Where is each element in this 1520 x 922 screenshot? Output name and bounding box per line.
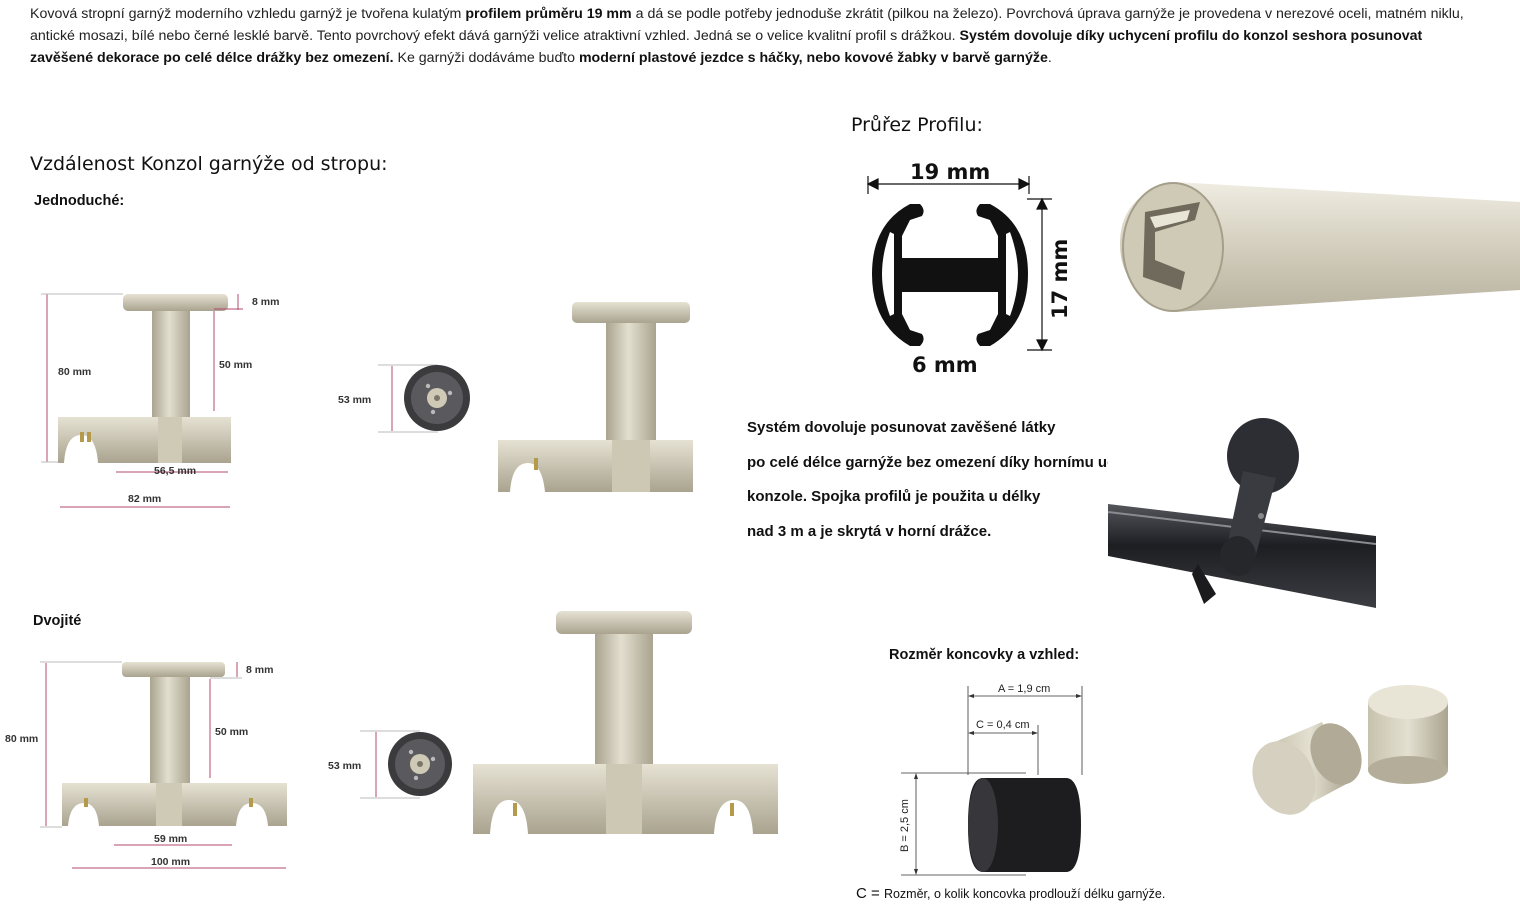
intro-bold-system: Systém dovoluje díky uchycení profilu do… — [30, 28, 1423, 66]
double-inner-dim: 59 mm — [154, 833, 187, 845]
double-bracket-diagram: 8 mm 80 mm 50 mm 59 mm 100 mm — [0, 650, 300, 882]
endcap-note-text: Rozměr, o kolik koncovka prodlouží délku… — [883, 887, 1166, 901]
single-width-dim: 82 mm — [128, 493, 161, 505]
single-label: Jednoduché: — [34, 193, 125, 209]
endcap-note: C = Rozměr, o kolik koncovka prodlouží d… — [856, 885, 1165, 902]
black-bracket-photo — [1108, 416, 1376, 611]
system-line: nad 3 m a je skrytá v horní drážce. — [747, 522, 992, 540]
double-base-dim: 53 mm — [328, 760, 361, 772]
profile-slot-dim: 6 mm — [912, 353, 978, 377]
distance-title: Vzdálenost Konzol garnýže od stropu: — [30, 153, 388, 175]
system-line: konzole. Spojka profilů je použita u dél… — [747, 488, 1041, 505]
intro-text: Kovová stropní garnýž moderního vzhledu … — [30, 6, 466, 22]
intro-text: a dá se podle potřeby jednoduše zkrátit … — [30, 6, 1464, 44]
endcap-note-c: C = — [856, 885, 884, 902]
double-stem-dim: 50 mm — [215, 726, 248, 738]
profile-width-dim: 19 mm — [910, 160, 990, 184]
rail-profile-photo — [1115, 172, 1520, 320]
system-line: po celé délce garnýže bez omezení díky h… — [747, 453, 1163, 471]
single-base-dim: 53 mm — [338, 394, 371, 406]
double-base-plate: 53 mm — [322, 723, 462, 808]
intro-paragraph: Kovová stropní garnýž moderního vzhledu … — [30, 3, 1470, 69]
endcap-c-dim: C = 0,4 cm — [976, 719, 1030, 731]
double-width-dim: 100 mm — [151, 856, 190, 868]
double-bracket-photo — [468, 608, 783, 838]
profile-cross-section: 19 mm 6 mm 17 mm — [852, 154, 1077, 379]
single-top-dim: 8 mm — [252, 296, 279, 308]
intro-text: Ke garnýži dodáváme buďto — [393, 50, 579, 66]
single-bracket-photo — [490, 298, 700, 498]
endcap-b-dim: B = 2,5 cm — [899, 799, 911, 852]
single-inner-dim: 56,5 mm — [154, 465, 196, 477]
intro-text: . — [1047, 50, 1052, 66]
endcap-title: Rozměr koncovky a vzhled: — [889, 647, 1080, 663]
endcap-diagram: A = 1,9 cm C = 0,4 cm B = 2,5 cm — [856, 680, 1096, 882]
profile-height-dim: 17 mm — [1048, 239, 1072, 319]
system-description: Systém dovoluje posunovat zavěšené látky… — [747, 416, 1187, 554]
single-bracket-diagram: 8 mm 80 mm 50 mm 56,5 mm 82 mm — [38, 285, 288, 525]
single-stem-dim: 50 mm — [219, 359, 252, 371]
profile-title: Průřez Profilu: — [851, 114, 983, 136]
single-base-plate: 53 mm — [330, 355, 480, 445]
endcap-a-dim: A = 1,9 cm — [998, 683, 1050, 695]
double-top-dim: 8 mm — [246, 664, 273, 676]
endcap-photo — [1250, 682, 1455, 824]
double-label: Dvojité — [33, 613, 82, 629]
intro-bold-profile: profilem průměru 19 mm — [465, 6, 632, 22]
single-total-dim: 80 mm — [58, 366, 91, 378]
system-line: Systém dovoluje posunovat zavěšené látky — [747, 419, 1056, 436]
intro-bold-accessories: moderní plastové jezdce s háčky, nebo ko… — [578, 50, 1048, 66]
double-total-dim: 80 mm — [5, 733, 38, 745]
